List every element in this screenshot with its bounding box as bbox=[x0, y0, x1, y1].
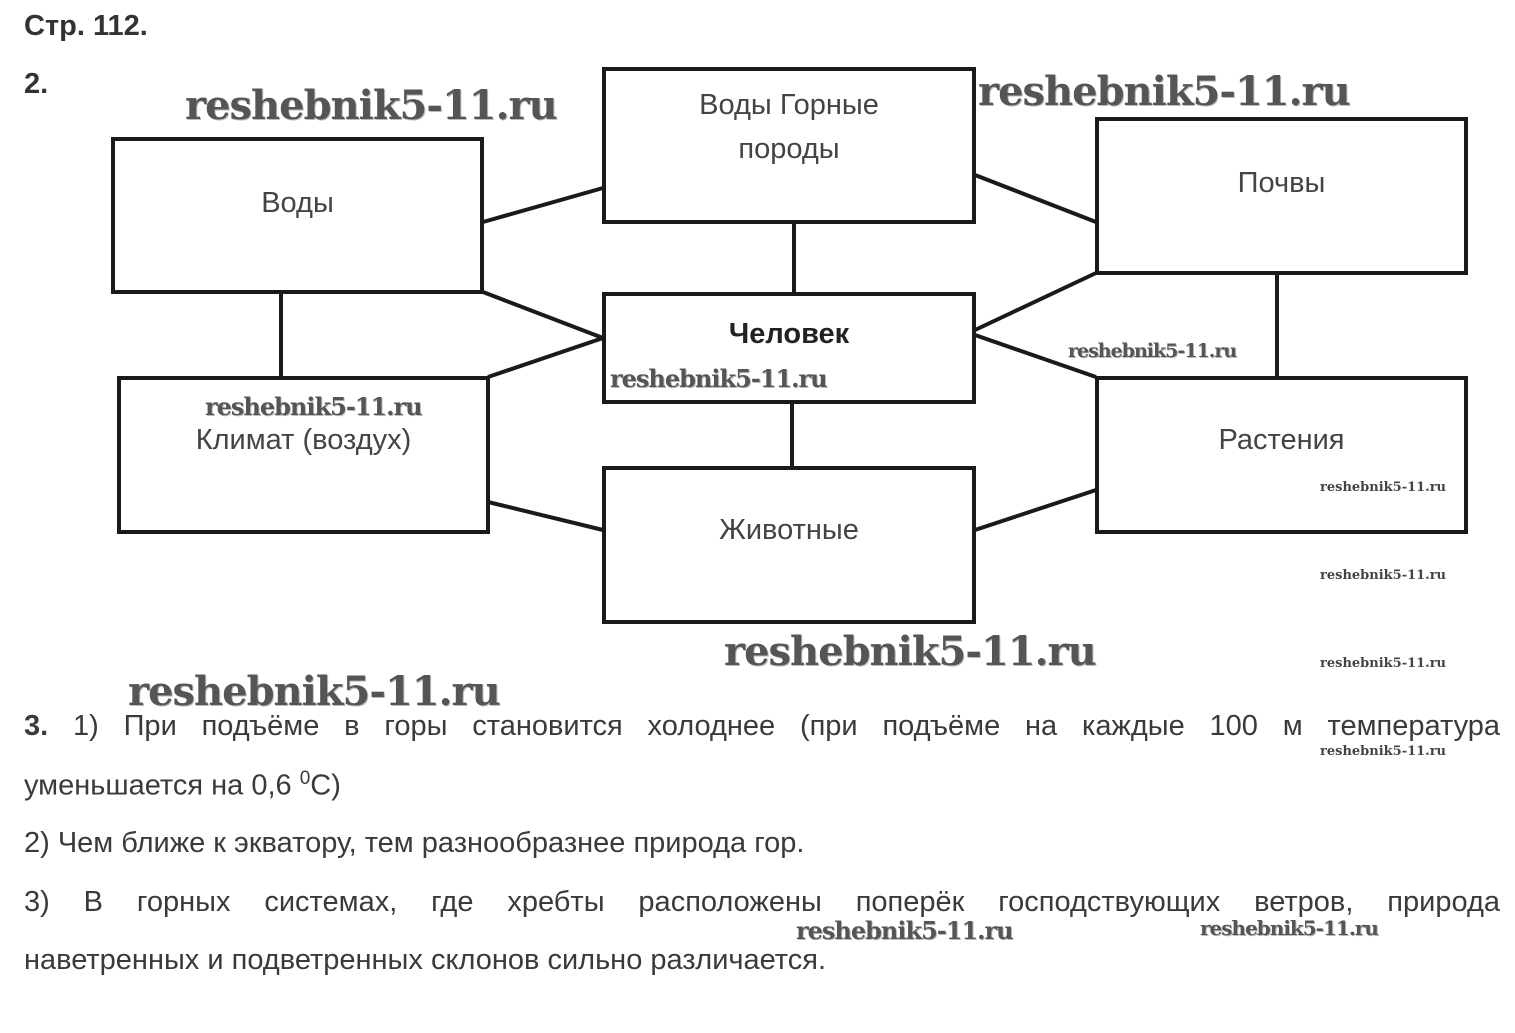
task3-line-1: 3. 1) При подъёме в горы становится холо… bbox=[24, 710, 1500, 743]
watermark: reshebnik5-11.ru bbox=[1200, 916, 1379, 940]
task3-text: уменьшается на 0,6 bbox=[24, 769, 300, 802]
watermark: reshebnik5-11.ru bbox=[1320, 744, 1447, 759]
task3-line-2: уменьшается на 0,6 0С) bbox=[24, 768, 341, 803]
node-plants: Растения bbox=[1095, 376, 1468, 534]
node-label: Климат (воздух) bbox=[195, 424, 412, 456]
watermark: reshebnik5-11.ru bbox=[185, 82, 558, 129]
connector bbox=[974, 488, 1097, 532]
node-rocks: Воды Горные породы bbox=[602, 67, 976, 224]
connector bbox=[974, 271, 1097, 332]
task3-line-3: 2) Чем ближе к экватору, тем разнообразн… bbox=[24, 827, 805, 859]
task2-number: 2. bbox=[24, 68, 49, 100]
task3-line-5: наветренных и подветренных склонов сильн… bbox=[24, 944, 827, 976]
node-label: Животные bbox=[719, 514, 859, 546]
task3-line-4: 3) В горных системах, где хребты располо… bbox=[24, 886, 1500, 919]
watermark: reshebnik5-11.ru bbox=[724, 628, 1097, 675]
connector bbox=[974, 333, 1097, 379]
connector bbox=[482, 290, 604, 340]
degree-sup: 0 bbox=[299, 768, 311, 789]
node-label: Воды bbox=[261, 187, 334, 219]
watermark: reshebnik5-11.ru bbox=[610, 364, 828, 393]
task3-text: 1) При подъёме в горы становится холодне… bbox=[73, 710, 1500, 742]
node-label: Человек bbox=[728, 318, 850, 350]
task3-text: С) bbox=[310, 769, 341, 802]
connector bbox=[974, 173, 1097, 224]
node-label: Почвы bbox=[1237, 167, 1326, 199]
task3-text: 3) В горных системах, где хребты располо… bbox=[24, 886, 1500, 918]
connector bbox=[482, 186, 604, 224]
watermark: reshebnik5-11.ru bbox=[205, 392, 423, 421]
watermark: reshebnik5-11.ru bbox=[1068, 340, 1237, 362]
watermark: reshebnik5-11.ru bbox=[128, 668, 501, 715]
node-soils: Почвы bbox=[1095, 117, 1468, 275]
watermark: reshebnik5-11.ru bbox=[1320, 568, 1447, 583]
page-header: Стр. 112. bbox=[24, 10, 148, 42]
task3-number: 3. bbox=[24, 710, 49, 742]
node-center-human: Человек bbox=[602, 292, 976, 404]
watermark: reshebnik5-11.ru bbox=[978, 68, 1351, 115]
watermark: reshebnik5-11.ru bbox=[1320, 656, 1447, 671]
node-label: Растения bbox=[1218, 424, 1345, 456]
node-animals: Животные bbox=[602, 466, 976, 624]
node-waters: Воды bbox=[111, 137, 484, 294]
watermark: reshebnik5-11.ru bbox=[796, 916, 1014, 945]
watermark: reshebnik5-11.ru bbox=[1320, 480, 1447, 495]
connector bbox=[487, 336, 604, 379]
node-label: Воды Горные породы bbox=[699, 89, 879, 165]
connector bbox=[487, 500, 604, 532]
node-climate: Климат (воздух) bbox=[117, 376, 490, 534]
